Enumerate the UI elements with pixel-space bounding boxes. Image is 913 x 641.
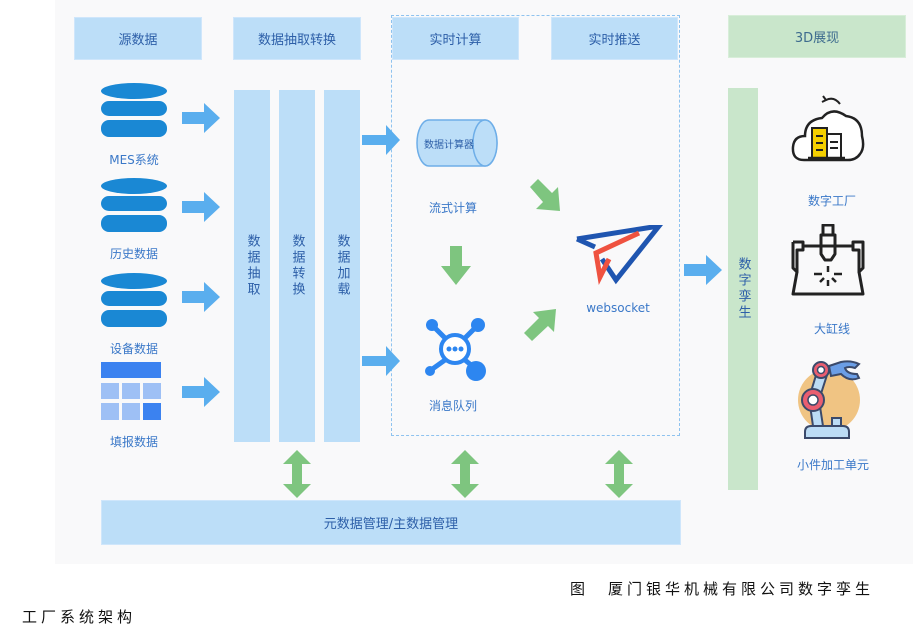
- digital-twin-column: 数字孪生: [728, 88, 758, 490]
- arrow-down-right-icon: [530, 179, 560, 211]
- arrow-right-icon: [362, 346, 400, 376]
- websocket-icon: [575, 225, 663, 285]
- machine-press-icon: [791, 224, 865, 296]
- diagram-canvas: [55, 0, 913, 564]
- source-label-mes: MES系统: [109, 153, 159, 167]
- etl-column-extract-label: 数据抽取: [244, 234, 260, 298]
- etl-column-load-label: 数据加载: [334, 234, 350, 298]
- table-grid-icon: [101, 362, 161, 420]
- output-label-cylinder-line: 大缸线: [813, 322, 850, 336]
- header-source: 源数据: [74, 17, 202, 60]
- etl-column-transform-label: 数据转换: [289, 234, 305, 298]
- robot-arm-icon: [798, 360, 861, 439]
- data-calculator-label: 数据计算器: [424, 140, 474, 151]
- realtime-region-border: [391, 15, 680, 436]
- etl-column-extract: 数据抽取: [234, 90, 270, 442]
- digital-twin-label: 数字孪生: [735, 257, 751, 321]
- figure-caption-line1: 图 厦门银华机械有限公司数字孪生: [570, 580, 875, 598]
- header-etl: 数据抽取转换: [233, 17, 361, 60]
- cloud-factory-icon: [791, 95, 865, 162]
- output-label-small-parts-unit: 小件加工单元: [796, 458, 869, 472]
- arrow-right-icon: [182, 103, 220, 133]
- arrow-right-icon: [182, 192, 220, 222]
- header-3d-display: 3D展现: [728, 15, 906, 58]
- bidirectional-arrow-icon: [605, 450, 633, 498]
- source-label-device: 设备数据: [109, 342, 158, 356]
- etl-column-transform: 数据转换: [279, 90, 315, 442]
- metadata-management-bar: 元数据管理/主数据管理: [101, 500, 681, 545]
- bidirectional-arrow-icon: [283, 450, 311, 498]
- arrow-down-icon: [441, 246, 471, 285]
- header-realtime-push: 实时推送: [551, 17, 678, 60]
- etl-column-load: 数据加载: [324, 90, 360, 442]
- database-icon: [101, 83, 167, 137]
- source-label-history: 历史数据: [109, 247, 158, 261]
- database-icon: [101, 273, 167, 327]
- stream-compute-label: 流式计算: [428, 201, 477, 215]
- arrow-up-right-icon: [524, 309, 556, 341]
- arrow-right-icon: [182, 377, 220, 407]
- arrow-right-icon: [684, 255, 722, 285]
- figure-caption-line2: 工厂系统架构: [22, 608, 137, 626]
- arrow-right-icon: [182, 282, 220, 312]
- output-label-digital-factory: 数字工厂: [807, 194, 856, 208]
- database-icon: [101, 178, 167, 232]
- message-queue-icon: [425, 318, 486, 381]
- arrow-right-icon: [362, 125, 400, 155]
- websocket-label: websocket: [586, 301, 650, 315]
- header-realtime-compute: 实时计算: [392, 17, 519, 60]
- source-label-filled: 填报数据: [109, 435, 158, 449]
- data-calculator-icon: [416, 119, 498, 167]
- message-queue-label: 消息队列: [428, 399, 477, 413]
- bidirectional-arrow-icon: [451, 450, 479, 498]
